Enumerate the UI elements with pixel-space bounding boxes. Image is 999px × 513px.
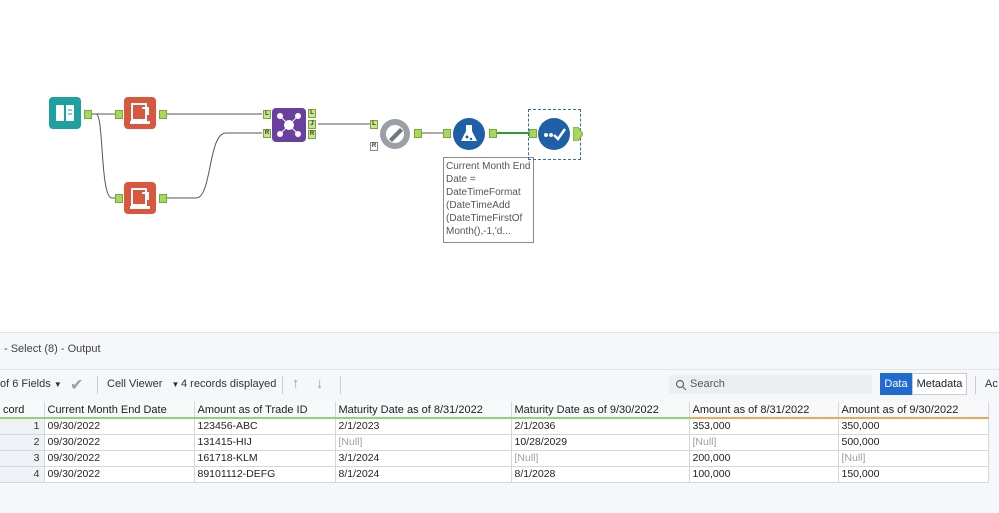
table-cell[interactable]: [Null] [511,450,690,467]
input-data-tool[interactable] [49,97,81,129]
append-fields-tool[interactable] [378,117,412,151]
table-cell[interactable]: 10/28/2029 [511,434,690,451]
chevron-down-icon: ▼ [53,380,62,389]
toolbar-divider [282,376,283,394]
results-toolbar: of 6 Fields ▼ ✔ Cell Viewer ▼ 4 records … [0,369,999,399]
col-maturity-date-9-30[interactable]: Maturity Date as of 9/30/2022 [511,402,690,419]
table-cell[interactable]: 500,000 [838,434,989,451]
formula-output-anchor[interactable] [414,129,422,138]
table-cell[interactable]: 09/30/2022 [44,466,195,483]
gear-pencil-icon [380,119,410,149]
tool-top-output-anchor[interactable] [159,110,167,119]
table-arrow-icon [130,103,150,124]
table-cell[interactable]: 8/1/2028 [511,466,690,483]
join-icon [277,113,301,137]
join-tool[interactable] [272,108,306,142]
table-row[interactable]: 1 09/30/2022 123456-ABC 2/1/2023 2/1/203… [0,418,989,435]
input-output-anchor[interactable] [84,110,92,119]
table-cell[interactable]: 09/30/2022 [44,450,195,467]
formula-tool[interactable] [452,117,486,151]
table-cell[interactable]: 123456-ABC [194,418,336,435]
formula-right-input-anchor[interactable]: R [370,142,378,151]
chevron-down-icon: ▼ [171,380,180,389]
select-input-anchor[interactable] [529,129,537,138]
table-cell[interactable]: 161718-KLM [194,450,336,467]
table-cell[interactable]: [Null] [689,434,839,451]
toolbar-divider [975,376,976,394]
toolbar-divider [97,376,98,394]
join-out-right-anchor[interactable]: R [308,130,316,139]
search-placeholder: Search [690,378,725,390]
record-number: 1 [0,418,45,435]
check-select-icon [538,118,570,150]
toolbar-divider [340,376,341,394]
tool-bottom-output-anchor[interactable] [159,194,167,203]
table-cell[interactable]: [Null] [335,434,512,451]
crosstab-tool-top[interactable] [124,97,156,129]
fields-label: of 6 Fields [0,378,51,390]
table-arrow-icon [130,188,150,209]
join-out-join-anchor[interactable]: J [308,120,316,129]
record-number: 4 [0,466,45,483]
table-cell[interactable]: 150,000 [838,466,989,483]
table-cell[interactable]: 200,000 [689,450,839,467]
search-icon [675,379,687,391]
formula-input-anchor[interactable] [443,129,451,138]
arrow-up-icon[interactable]: ↑ [292,375,300,392]
table-cell[interactable]: 2/1/2036 [511,418,690,435]
table-cell[interactable]: 350,000 [838,418,989,435]
join-out-left-anchor[interactable]: L [308,109,316,118]
records-displayed: 4 records displayed [181,378,277,390]
table-cell[interactable]: 100,000 [689,466,839,483]
col-amount-as-of-trade-id[interactable]: Amount as of Trade ID [194,402,336,419]
results-title: - Select (8) - Output [4,343,101,355]
results-table: cord Current Month End Date Amount as of… [0,402,989,483]
table-cell[interactable]: 09/30/2022 [44,418,195,435]
table-row[interactable]: 3 09/30/2022 161718-KLM 3/1/2024 [Null] … [0,450,989,467]
book-icon [56,105,74,121]
join-right-input-anchor[interactable]: R [263,129,271,138]
col-current-month-end-date[interactable]: Current Month End Date [44,402,195,419]
table-cell[interactable]: 2/1/2023 [335,418,512,435]
table-cell[interactable]: 8/1/2024 [335,466,512,483]
search-input[interactable]: Search [669,375,872,394]
col-amount-9-30[interactable]: Amount as of 9/30/2022 [838,402,989,419]
col-record[interactable]: cord [0,402,45,419]
table-cell[interactable]: 3/1/2024 [335,450,512,467]
record-number: 3 [0,450,45,467]
select-output-anchor[interactable] [573,127,583,141]
join-left-input-anchor[interactable]: L [263,110,271,119]
table-header-row: cord Current Month End Date Amount as of… [0,402,989,419]
record-number: 2 [0,434,45,451]
table-row[interactable]: 2 09/30/2022 131415-HIJ [Null] 10/28/202… [0,434,989,451]
tool-top-input-anchor[interactable] [115,110,123,119]
table-row[interactable]: 4 09/30/2022 89101112-DEFG 8/1/2024 8/1/… [0,466,989,483]
cell-viewer-label: Cell Viewer [107,378,163,390]
fields-selector[interactable]: of 6 Fields ▼ [0,378,62,390]
flask-icon [453,118,485,150]
crosstab-tool-bottom[interactable] [124,182,156,214]
arrow-down-icon[interactable]: ↓ [316,375,324,392]
metadata-tab-button[interactable]: Metadata [912,373,967,395]
workflow-canvas[interactable]: L R L J R L R Current [0,0,999,330]
data-tab-button[interactable]: Data [880,373,912,395]
formula-annotation: Current Month End Date = DateTimeFormat … [443,157,534,243]
apply-check-icon[interactable]: ✔ [70,377,84,394]
results-panel: - Select (8) - Output of 6 Fields ▼ ✔ Ce… [0,332,999,513]
table-cell[interactable]: 89101112-DEFG [194,466,336,483]
tool-bottom-input-anchor[interactable] [115,194,123,203]
actions-menu[interactable]: Ac [985,378,998,390]
cell-viewer-dropdown[interactable]: Cell Viewer ▼ [107,378,179,390]
table-cell[interactable]: [Null] [838,450,989,467]
col-maturity-date-8-31[interactable]: Maturity Date as of 8/31/2022 [335,402,512,419]
col-amount-8-31[interactable]: Amount as of 8/31/2022 [689,402,839,419]
table-cell[interactable]: 131415-HIJ [194,434,336,451]
connection-lines [92,113,529,199]
formula-tool-output-anchor[interactable] [489,129,497,138]
formula-left-input-anchor[interactable]: L [370,120,378,129]
table-cell[interactable]: 353,000 [689,418,839,435]
select-tool[interactable] [537,117,571,151]
table-cell[interactable]: 09/30/2022 [44,434,195,451]
